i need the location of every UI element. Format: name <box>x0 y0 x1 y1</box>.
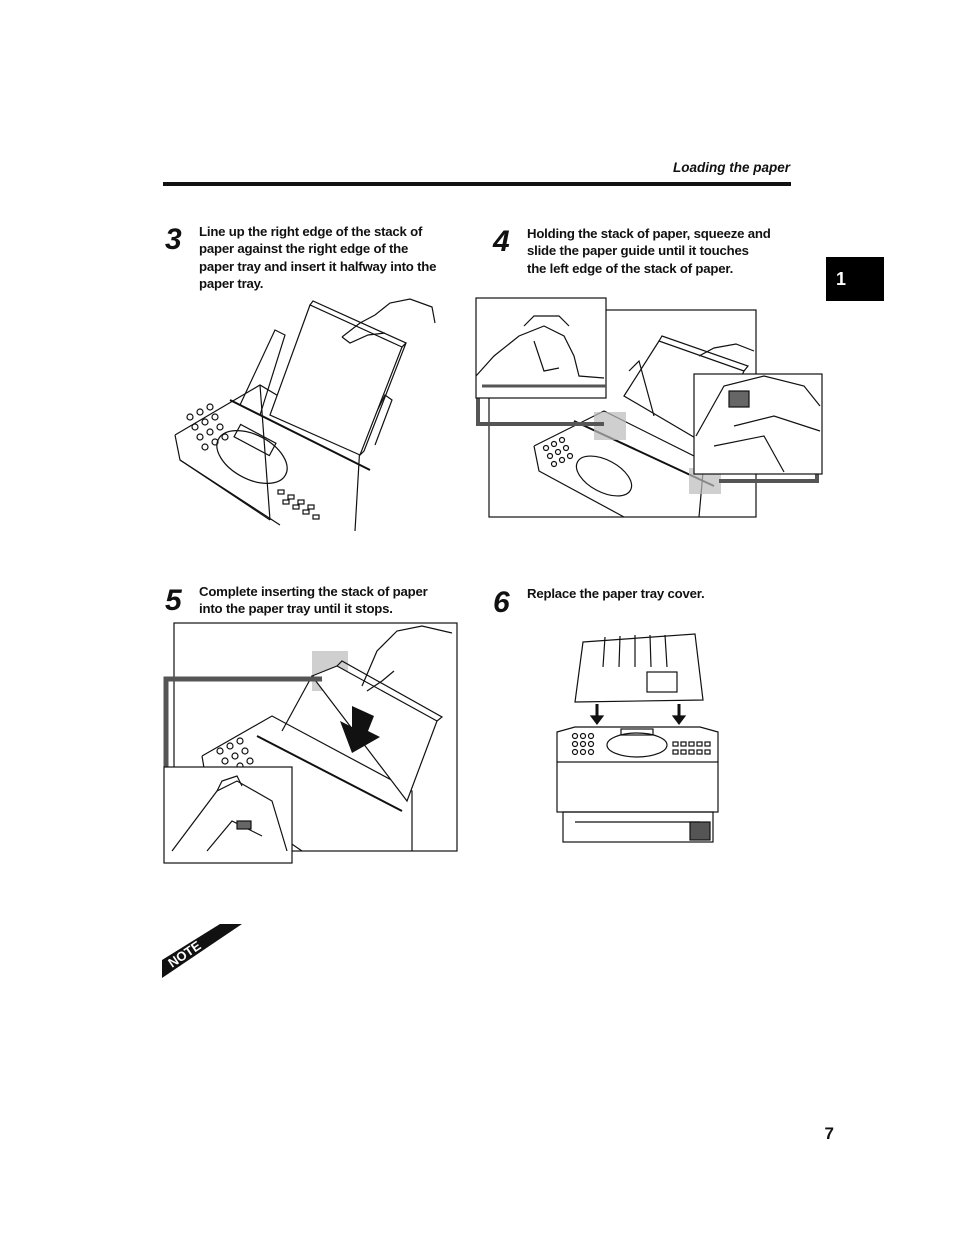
step-4-illustration <box>475 297 823 518</box>
step-3-number: 3 <box>165 223 182 256</box>
step-4-line: the left edge of the stack of paper. <box>527 260 734 276</box>
running-header-title: Loading the paper <box>672 160 790 175</box>
step-3-line: paper tray and insert it halfway into th… <box>199 258 437 274</box>
step-4-number: 4 <box>493 225 510 258</box>
header-rule <box>163 182 791 186</box>
step-3-illustration <box>174 298 436 531</box>
chapter-tab: 1 <box>826 257 884 301</box>
step-3-text: Line up the right edge of the stack of p… <box>199 223 469 292</box>
step-4-text: Holding the stack of paper, squeeze and … <box>527 225 797 277</box>
step-4-line: Holding the stack of paper, squeeze and <box>527 226 771 241</box>
note-label: NOTE <box>165 938 204 971</box>
step-5-line: into the paper tray until it stops. <box>199 601 393 617</box>
step-5-illustration <box>163 622 458 864</box>
step-6-line: Replace the paper tray cover. <box>527 586 705 601</box>
page-number: 7 <box>824 1124 834 1143</box>
step-6-number: 6 <box>493 586 510 619</box>
note-badge: NOTE <box>162 924 242 978</box>
step-6-illustration <box>556 633 719 843</box>
step-6-text: Replace the paper tray cover. <box>527 585 797 602</box>
step-5-text: Complete inserting the stack of paper in… <box>199 583 469 618</box>
step-5-line: Complete inserting the stack of paper <box>199 584 428 599</box>
step-3-line: paper tray. <box>199 275 264 291</box>
step-5-number: 5 <box>165 584 182 617</box>
step-3-line: paper against the right edge of the <box>199 241 409 257</box>
step-4-line: slide the paper guide until it touches <box>527 243 749 259</box>
step-3-line: Line up the right edge of the stack of <box>199 224 423 239</box>
